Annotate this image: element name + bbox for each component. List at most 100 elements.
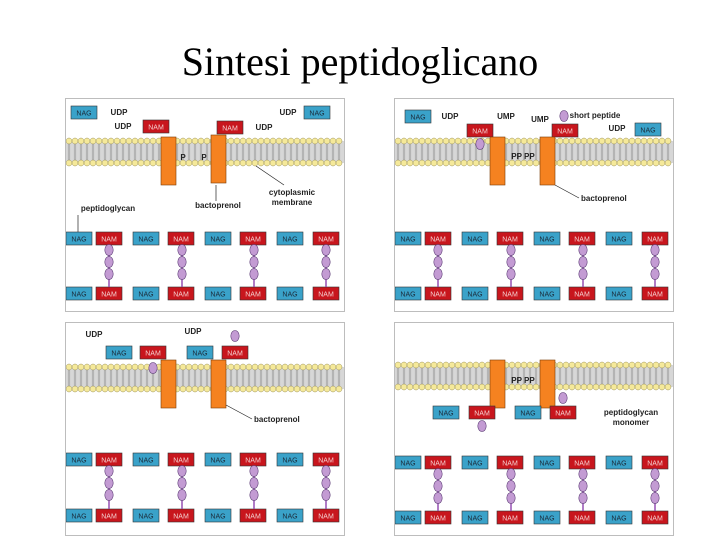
lipid-head-bottom bbox=[335, 385, 343, 393]
peptide-icon bbox=[321, 489, 331, 501]
lipid-head-bottom bbox=[454, 159, 462, 167]
lipid-head-top bbox=[526, 137, 534, 145]
lipid-head-bottom bbox=[460, 383, 468, 391]
lipid-head-top bbox=[592, 361, 600, 369]
wall-bottom-nag-label: NAG bbox=[210, 292, 225, 299]
lipid-head-bottom bbox=[66, 385, 73, 393]
peptide-icon bbox=[433, 468, 443, 480]
lipid-head-bottom bbox=[610, 383, 618, 391]
wall-top-nag bbox=[132, 231, 160, 246]
peptide-icon bbox=[578, 468, 588, 480]
peptidoglycan-monomer-label: monomer bbox=[613, 418, 649, 427]
lipid-head-bottom bbox=[622, 159, 630, 167]
lipid-head-bottom bbox=[424, 383, 432, 391]
lipid-head-top bbox=[335, 137, 343, 145]
lipid-head-bottom bbox=[604, 383, 612, 391]
lipid-head-top bbox=[269, 137, 277, 145]
peptide-icon bbox=[249, 465, 259, 477]
peptide-icon bbox=[177, 268, 187, 280]
peptide-icon bbox=[321, 465, 331, 477]
lipid-head-bottom bbox=[233, 159, 241, 167]
lipid-head-top bbox=[418, 137, 426, 145]
lipid-head-top bbox=[251, 137, 259, 145]
cyto-nam-label: NAM bbox=[148, 125, 164, 132]
lipid-head-bottom bbox=[305, 159, 313, 167]
lipid-head-top bbox=[454, 137, 462, 145]
lipid-head-top bbox=[520, 137, 528, 145]
lipid-head-top bbox=[71, 363, 79, 371]
cytoplasmic-membrane-label: cytoplasmic bbox=[269, 188, 316, 197]
peptide-icon bbox=[578, 480, 588, 492]
bactoprenol-carrier bbox=[489, 136, 506, 186]
wall-bottom-nag-label: NAG bbox=[71, 292, 86, 299]
wall-top-nag-label: NAG bbox=[282, 237, 297, 244]
lipid-head-bottom bbox=[478, 383, 486, 391]
wall-top-nam-label: NAM bbox=[430, 461, 446, 468]
lipid-head-bottom bbox=[598, 383, 606, 391]
lipid-head-bottom bbox=[652, 159, 660, 167]
peptide-icon bbox=[433, 256, 443, 268]
wall-bottom-nam bbox=[568, 510, 596, 525]
lipid-head-bottom bbox=[101, 385, 109, 393]
lipid-head-top bbox=[137, 137, 145, 145]
lipid-head-top bbox=[406, 361, 414, 369]
wall-top-nam-label: NAM bbox=[647, 461, 663, 468]
peptide-icon bbox=[249, 268, 259, 280]
lipid-head-top bbox=[586, 137, 594, 145]
lipid-head-bottom bbox=[604, 159, 612, 167]
lipid-head-top bbox=[107, 137, 115, 145]
peptide-icon bbox=[321, 256, 331, 268]
wall-top-nag-label: NAG bbox=[539, 461, 554, 468]
lipid-head-top bbox=[293, 363, 301, 371]
bactoprenol-carrier bbox=[489, 359, 506, 409]
ump-label: UMP bbox=[497, 112, 515, 121]
monomer-nam-label: NAM bbox=[474, 411, 490, 418]
lipid-head-bottom bbox=[185, 385, 193, 393]
lipid-head-bottom bbox=[574, 383, 582, 391]
lipid-head-top bbox=[113, 363, 121, 371]
lipid-head-top bbox=[323, 363, 331, 371]
lipid-head-bottom bbox=[269, 385, 277, 393]
wall-bottom-nag bbox=[132, 286, 160, 301]
lipid-head-bottom bbox=[317, 159, 325, 167]
bactoprenol-carrier bbox=[539, 136, 556, 186]
lipid-head-bottom bbox=[131, 385, 139, 393]
peptide-icon bbox=[506, 256, 516, 268]
lipid-head-top bbox=[400, 361, 408, 369]
lipid-head-top bbox=[442, 361, 450, 369]
lipid-head-top bbox=[532, 361, 540, 369]
lipid-head-top bbox=[640, 137, 648, 145]
lipid-head-bottom bbox=[472, 159, 480, 167]
wall-bottom-nam-label: NAM bbox=[245, 292, 261, 299]
lipid-head-top bbox=[275, 137, 283, 145]
lipid-head-bottom bbox=[263, 385, 271, 393]
wall-bottom-nag-label: NAG bbox=[138, 292, 153, 299]
lipid-head-top bbox=[299, 137, 307, 145]
peptide-icon bbox=[578, 268, 588, 280]
lipid-head-bottom bbox=[634, 383, 642, 391]
peptide-icon bbox=[148, 362, 158, 374]
lipid-head-bottom bbox=[412, 159, 420, 167]
lipid-head-top bbox=[317, 363, 325, 371]
lipid-head-bottom bbox=[185, 159, 193, 167]
lipid-head-top bbox=[652, 361, 660, 369]
bactoprenol-carrier bbox=[539, 359, 556, 409]
peptide-icon bbox=[104, 477, 114, 489]
lipid-head-bottom bbox=[143, 159, 151, 167]
lipid-head-top bbox=[131, 363, 139, 371]
cyto-nam-label: NAM bbox=[472, 129, 488, 136]
lipid-head-bottom bbox=[107, 159, 115, 167]
monomer-nag bbox=[432, 405, 460, 420]
wall-top-nag bbox=[204, 231, 232, 246]
peptide-icon bbox=[177, 256, 187, 268]
lipid-head-bottom bbox=[275, 385, 283, 393]
cyto-nag-label: NAG bbox=[640, 128, 655, 135]
wall-bottom-nag-label: NAG bbox=[467, 292, 482, 299]
wall-bottom-nag bbox=[66, 508, 93, 523]
bactoprenol-carrier bbox=[210, 134, 227, 184]
lipid-head-top bbox=[634, 137, 642, 145]
wall-top-nag bbox=[395, 455, 422, 470]
lipid-head-bottom bbox=[299, 159, 307, 167]
wall-top-nag-label: NAG bbox=[611, 237, 626, 244]
lipid-head-bottom bbox=[275, 159, 283, 167]
